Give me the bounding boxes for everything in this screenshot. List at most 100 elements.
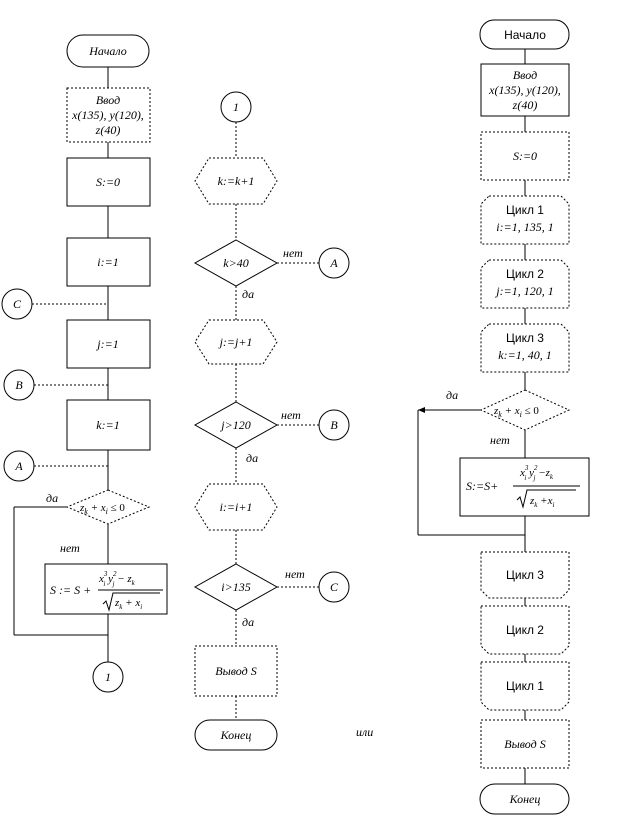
loop3-end: Цикл 3 — [480, 551, 570, 599]
right-end-terminal: Конец — [479, 783, 570, 815]
right-condition-expr: zk + xi ≤ 0 — [493, 405, 539, 419]
connector-b-label: B — [15, 378, 23, 392]
input-label: Ввод — [96, 93, 120, 107]
s-init-block: S:=0 — [66, 157, 151, 207]
i-increment-label: i:=i+1 — [220, 500, 253, 514]
j-no-label: нет — [281, 408, 301, 422]
loop1-start: Цикл 1 i:=1, 135, 1 — [480, 195, 570, 245]
i-yes-label: да — [242, 615, 254, 629]
connector-c-label: C — [13, 297, 22, 311]
loop2-end: Цикл 2 — [480, 605, 570, 655]
k-condition-diamond: k>40 — [193, 239, 279, 287]
start-terminal: Начало — [66, 34, 150, 68]
i-condition-label: i>135 — [221, 580, 250, 594]
connector-b-right: B — [318, 409, 350, 441]
loop1-end-label: Цикл 1 — [506, 679, 544, 693]
connector-1-top: 1 — [220, 91, 252, 123]
connector-c-right-label: C — [330, 580, 339, 594]
right-output-block: Вывод S — [480, 719, 570, 769]
loop2-start-range: j:=1, 120, 1 — [494, 284, 553, 298]
right-input-vars: x(135), y(120), — [488, 83, 561, 97]
i-condition-diamond: i>135 — [193, 563, 279, 611]
output-label: Вывод S — [215, 664, 256, 678]
right-input-label: Ввод — [513, 68, 537, 82]
i-no-label: нет — [285, 567, 305, 581]
loop3-start-range: k:=1, 40, 1 — [498, 348, 551, 362]
loop3-start-title: Цикл 3 — [506, 331, 544, 345]
j-init-label: j:=1 — [95, 337, 118, 351]
connector-1-bottom: 1 — [92, 661, 124, 693]
loop2-start-title: Цикл 2 — [506, 267, 544, 281]
i-increment-hexagon: i:=i+1 — [194, 483, 278, 531]
right-formula-denominator: zk +xi — [529, 495, 554, 509]
end-terminal: Конец — [194, 719, 278, 751]
middle-flowchart: 1 k:=k+1 k>40 нет A да j:=j+1 j>120 нет — [193, 91, 350, 751]
k-increment-hexagon: k:=k+1 — [194, 157, 278, 205]
connector-c: C — [1, 288, 108, 320]
loop1-end: Цикл 1 — [480, 661, 570, 711]
end-label: Конец — [220, 728, 252, 742]
connector-a: A — [3, 450, 108, 482]
k-no-label: нет — [283, 246, 303, 260]
connector-b-right-label: B — [330, 418, 338, 432]
s-init-label: S:=0 — [96, 175, 120, 189]
loop1-start-range: i:=1, 135, 1 — [496, 220, 553, 234]
condition-diamond: zk + xi ≤ 0 — [65, 489, 151, 525]
j-increment-label: j:=j+1 — [218, 335, 253, 349]
loop2-end-label: Цикл 2 — [506, 623, 544, 637]
loop3-end-label: Цикл 3 — [506, 568, 544, 582]
i-init-label: i:=1 — [97, 255, 118, 269]
loop3-start: Цикл 3 k:=1, 40, 1 — [480, 323, 570, 373]
j-condition-label: j>120 — [219, 418, 250, 432]
left-flowchart: Начало Ввод x(135), y(120), z(40) S:=0 i… — [1, 34, 168, 693]
connector-b: B — [3, 369, 108, 401]
k-init-label: k:=1 — [96, 418, 119, 432]
right-end-label: Конец — [509, 792, 541, 806]
right-input-vars-z: z(40) — [512, 98, 538, 112]
right-flowchart: Начало Ввод x(135), y(120), z(40) S:=0 Ц… — [417, 19, 590, 815]
i-init-block: i:=1 — [66, 237, 151, 287]
connector-a-label: A — [14, 459, 23, 473]
k-yes-label: да — [242, 287, 254, 301]
input-block: Ввод x(135), y(120), z(40) — [66, 87, 151, 143]
k-condition-label: k>40 — [223, 256, 248, 270]
condition-expr: zk + xi ≤ 0 — [79, 502, 125, 516]
formula-lhs: S := S + — [50, 583, 91, 597]
j-yes-label: да — [246, 451, 258, 465]
output-block: Вывод S — [194, 645, 278, 697]
connector-a-right: A — [318, 247, 350, 279]
right-s-init-block: S:=0 — [480, 131, 570, 181]
right-input-block: Ввод x(135), y(120), z(40) — [480, 63, 570, 117]
start-label: Начало — [88, 44, 127, 58]
k-init-block: k:=1 — [66, 399, 151, 451]
connector-c-right: C — [318, 571, 350, 603]
right-start-terminal: Начало — [479, 19, 570, 50]
connector-1-label: 1 — [105, 670, 111, 684]
connector-a-right-label: A — [329, 256, 338, 270]
k-increment-label: k:=k+1 — [218, 174, 255, 188]
right-output-label: Вывод S — [504, 737, 545, 751]
or-label: или — [356, 725, 373, 739]
yes-label: да — [46, 491, 58, 505]
loop2-start: Цикл 2 j:=1, 120, 1 — [480, 259, 570, 309]
j-increment-hexagon: j:=j+1 — [194, 319, 278, 365]
right-s-init-label: S:=0 — [513, 149, 537, 163]
loop1-start-title: Цикл 1 — [506, 203, 544, 217]
connector-1-top-label: 1 — [233, 100, 239, 114]
j-condition-diamond: j>120 — [193, 401, 279, 449]
right-condition-diamond: zk + xi ≤ 0 — [479, 389, 571, 431]
no-label: нет — [60, 541, 80, 555]
right-start-label: Начало — [504, 28, 546, 42]
j-init-block: j:=1 — [66, 319, 151, 369]
right-formula-lhs: S:=S+ — [466, 479, 498, 493]
right-no-label: нет — [490, 433, 510, 447]
input-vars-z: z(40) — [95, 123, 121, 137]
right-yes-label: да — [446, 388, 458, 402]
formula-denominator: zk + xi — [114, 597, 142, 611]
input-vars: x(135), y(120), — [71, 108, 144, 122]
